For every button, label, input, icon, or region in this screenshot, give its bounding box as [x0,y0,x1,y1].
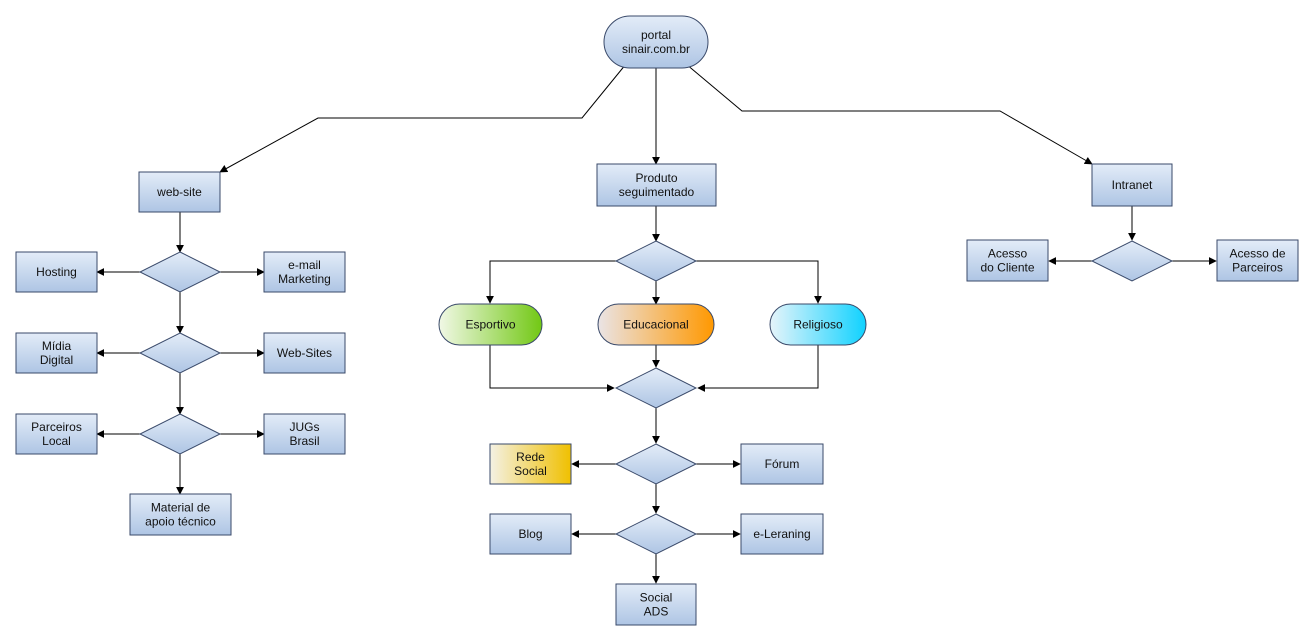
intranet-decision-1 [1090,240,1174,282]
label-line: Produto [635,171,677,185]
e-leraning-label: e-Leraning [753,527,810,541]
edge-p1-esportivo [486,260,616,304]
website-label: web-site [156,185,202,199]
esportivo-label: Esportivo [465,318,515,332]
label-line: portal [641,28,671,42]
edges [96,63,1217,584]
web-sites-node [263,332,346,374]
hosting-node [15,251,98,293]
esportivo-node [438,303,543,346]
label-line: Local [42,434,71,448]
label-line: e-mail [288,258,321,272]
label-line: Social [514,464,547,478]
jugs-brasil-node [263,413,346,455]
material-apoio-node [129,493,232,536]
label-line: Educacional [623,318,688,332]
label-line: sinair.com.br [622,42,690,56]
label-line: Religioso [793,318,843,332]
blog-label: Blog [518,527,542,541]
label-line: Rede [516,450,545,464]
social-ads-node [615,583,697,626]
blog-node [489,513,572,555]
produto-decision-4 [614,513,698,555]
website-decision-3 [138,413,222,455]
label-line: web-site [156,185,202,199]
rede-social-node [489,443,572,485]
label-line: Brasil [289,434,319,448]
portal-node [603,15,709,69]
educacional-node [597,303,715,346]
label-line: Fórum [765,457,800,471]
label-line: Parceiros [1232,261,1283,275]
label-line: Blog [518,527,542,541]
e-leraning-node [740,513,824,555]
hosting-label: Hosting [36,265,77,279]
edge-p1-religioso [696,260,822,304]
religioso-node [769,303,867,346]
label-line: Marketing [278,272,331,286]
label-line: do Cliente [980,261,1034,275]
produto-decision-2 [614,367,698,409]
forum-node [740,443,824,485]
website-node [138,171,221,213]
label-line: Parceiros [31,420,82,434]
educacional-label: Educacional [623,318,688,332]
web-sites-label: Web-Sites [277,346,332,360]
religioso-label: Religioso [793,318,843,332]
label-line: Acesso [988,247,1028,261]
label-line: Digital [40,353,73,367]
label-line: e-Leraning [753,527,810,541]
label-line: seguimentado [619,185,695,199]
website-decision-2 [138,332,222,374]
forum-label: Fórum [765,457,800,471]
label-line: Material de [151,501,211,515]
edge-esportivo-p2 [489,345,615,392]
edge-portal-intranet [685,63,1093,165]
label-line: Hosting [36,265,77,279]
produto-decision-3 [614,443,698,485]
label-line: Web-Sites [277,346,332,360]
label-line: apoio técnico [145,515,216,529]
label-line: Social [640,591,673,605]
produto-decision-1 [614,240,698,282]
edge-religioso-p2 [697,345,819,392]
intranet-label: Intranet [1112,178,1153,192]
label-line: ADS [644,605,669,619]
edge-portal-website [219,63,627,173]
acesso-parceiros-node [1216,239,1299,282]
email-marketing-node [263,251,346,293]
label-line: Esportivo [465,318,515,332]
label-line: Intranet [1112,178,1153,192]
produto-node [596,163,717,207]
intranet-node [1091,163,1173,207]
acesso-cliente-node [966,239,1049,282]
midia-digital-node [15,332,98,374]
label-line: Mídia [42,339,72,353]
label-line: JUGs [290,420,320,434]
parceiros-local-node [15,413,98,455]
label-line: Acesso de [1229,247,1285,261]
website-decision-1 [138,251,222,293]
